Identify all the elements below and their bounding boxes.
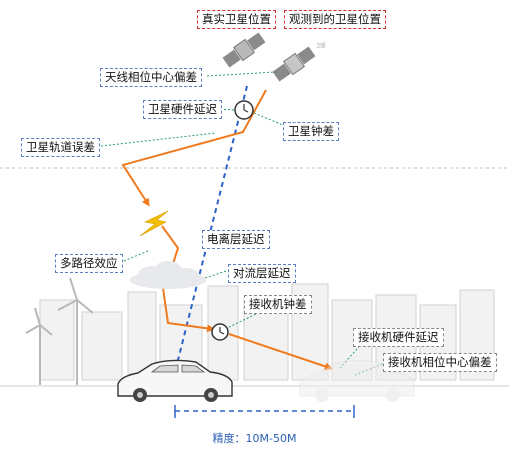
clock-icon bbox=[211, 323, 229, 341]
accuracy-range bbox=[174, 405, 355, 418]
satellite-icon bbox=[222, 32, 266, 68]
label-receiver-clock-error: 接收机钟差 bbox=[244, 295, 312, 314]
clock-icon bbox=[234, 100, 254, 120]
label-satellite-hardware-delay: 卫星硬件延迟 bbox=[143, 100, 222, 119]
label-multipath: 多路径效应 bbox=[55, 254, 123, 273]
lightning-icon bbox=[139, 210, 169, 237]
label-observed-position: 观测到的卫星位置 bbox=[284, 10, 386, 29]
car-icon bbox=[117, 359, 233, 402]
label-tropospheric-delay: 对流层延迟 bbox=[228, 264, 296, 283]
accuracy-label: 精度：10M-50M bbox=[212, 432, 297, 445]
label-true-position: 真实卫星位置 bbox=[197, 10, 276, 29]
label-satellite-clock-error: 卫星钟差 bbox=[283, 122, 339, 141]
troposphere-path bbox=[162, 287, 215, 333]
satellite-small-label: 卫星 bbox=[316, 43, 326, 49]
cloud-icon bbox=[130, 261, 206, 289]
label-receiver-hardware-delay: 接收机硬件延迟 bbox=[353, 328, 444, 347]
label-orbit-error: 卫星轨道误差 bbox=[21, 138, 100, 157]
label-antenna-phase-center: 天线相位中心偏差 bbox=[100, 68, 202, 87]
receiver-path bbox=[228, 333, 333, 371]
wind-turbine-icon bbox=[25, 277, 94, 385]
orbit-error-path bbox=[121, 89, 267, 207]
label-receiver-phase-center: 接收机相位中心偏差 bbox=[383, 353, 497, 372]
satellite-icon bbox=[272, 46, 316, 82]
label-ionospheric-delay: 电离层延迟 bbox=[202, 230, 270, 249]
